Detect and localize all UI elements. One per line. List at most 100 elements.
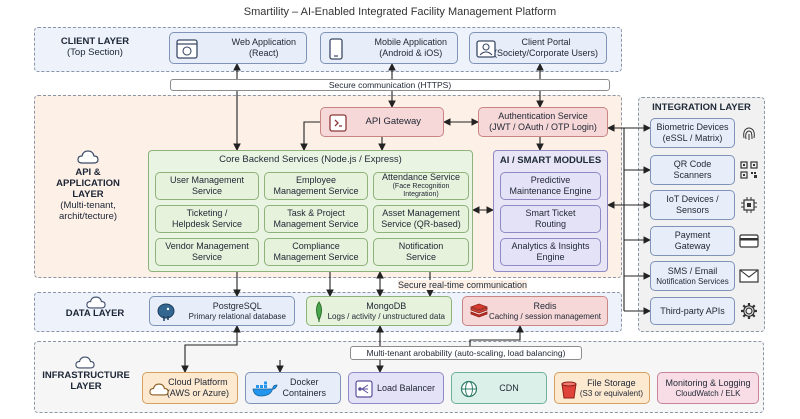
infra-layer-name-1: INFRASTRUCTURE bbox=[42, 370, 130, 381]
redis-sub: Caching / session management bbox=[488, 311, 601, 321]
client-portal-sub: (Society/Corporate Users) bbox=[493, 48, 598, 58]
integration-third-party-apis[interactable]: Third-party APIs bbox=[650, 297, 735, 325]
postgresql-elephant-icon bbox=[157, 303, 175, 321]
client-layer-label: CLIENT LAYER (Top Section) bbox=[40, 36, 150, 59]
cdn-title: CDN bbox=[499, 382, 519, 393]
api-gateway-label: API Gateway bbox=[365, 116, 421, 128]
service-label-2: (Face Recognition Integration) bbox=[392, 183, 450, 199]
api-layer-name-2: APPLICATION bbox=[56, 177, 120, 189]
mongodb-box[interactable]: MongoDB Logs / activity / unstructured d… bbox=[306, 296, 452, 326]
core-backend-title: Core Backend Services (Node.js / Express… bbox=[219, 154, 402, 165]
mobile-app-sub: (Android & iOS) bbox=[379, 48, 443, 58]
service-label-1: Vendor Management bbox=[165, 241, 249, 252]
integration-label-2: Scanners bbox=[673, 170, 712, 180]
gateway-icon bbox=[329, 114, 347, 132]
user-portrait-icon bbox=[476, 40, 496, 58]
api-layer-name-1: API & bbox=[75, 167, 101, 178]
storage-bucket-icon bbox=[561, 381, 577, 399]
load-balancer-box[interactable]: Load Balancer bbox=[348, 372, 444, 404]
multitenant-label: Multi-tenant arobability (auto-scaling, … bbox=[366, 347, 566, 358]
multitenant-bar: Multi-tenant arobability (auto-scaling, … bbox=[350, 346, 582, 360]
service-ticketing-helpdesk[interactable]: Ticketing /Helpdesk Service bbox=[155, 205, 259, 233]
redis-box[interactable]: Redis Caching / session management bbox=[462, 296, 608, 326]
service-label-2: Management Service bbox=[273, 186, 359, 196]
api-layer-sub-1: (Multi-tenant, bbox=[60, 199, 116, 211]
gear-icon bbox=[741, 303, 757, 319]
smartphone-icon bbox=[329, 38, 343, 60]
load-balancer-title: Load Balancer bbox=[376, 382, 435, 393]
docker-box[interactable]: Docker Containers bbox=[245, 372, 341, 404]
service-attendance[interactable]: Attendance Service(Face Recognition Inte… bbox=[373, 172, 469, 200]
service-label-2: Service bbox=[405, 252, 436, 262]
client-layer-sub: (Top Section) bbox=[67, 46, 123, 58]
service-label-2: Service bbox=[191, 252, 222, 262]
web-app-title: Web Application bbox=[231, 37, 296, 48]
service-label-1: User Management bbox=[169, 175, 245, 186]
file-storage-title: File Storage bbox=[587, 377, 636, 388]
service-label-1: Compliance bbox=[292, 241, 340, 252]
infra-layer-name-2: LAYER bbox=[70, 380, 102, 392]
diagram-title: Smartility – AI-Enabled Integrated Facil… bbox=[243, 6, 557, 18]
integration-label-2: Gateway bbox=[674, 241, 711, 251]
browser-window-icon bbox=[176, 39, 198, 59]
client-portal-title: Client Portal bbox=[521, 37, 571, 48]
ai-module-label-2: Routing bbox=[534, 219, 566, 229]
ai-module-label-2: Maintenance Engine bbox=[509, 186, 592, 196]
integration-label-1: Biometric Devices bbox=[656, 122, 729, 133]
postgresql-box[interactable]: PostgreSQL Primary relational database bbox=[149, 296, 295, 326]
client-portal-box[interactable]: Client Portal (Society/Corporate Users) bbox=[469, 32, 607, 64]
service-label-2: Service (QR-based) bbox=[381, 219, 461, 229]
file-storage-box[interactable]: File Storage (S3 or equivalent) bbox=[554, 372, 650, 404]
api-gateway-box[interactable]: API Gateway bbox=[320, 107, 444, 137]
integration-biometric[interactable]: Biometric Devices(eSSL / Matrix) bbox=[650, 118, 735, 148]
postgres-sub: Primary relational database bbox=[188, 311, 286, 321]
service-label-1: Notification bbox=[398, 241, 444, 252]
redis-title: Redis bbox=[533, 300, 557, 311]
cloud-platform-sub: (AWS or Azure) bbox=[166, 388, 229, 398]
integration-label-1: QR Code bbox=[673, 159, 712, 170]
cloud-icon bbox=[86, 296, 106, 309]
mobile-application-box[interactable]: Mobile Application (Android & iOS) bbox=[320, 32, 458, 64]
qr-code-icon bbox=[740, 161, 758, 179]
cdn-box[interactable]: CDN bbox=[451, 372, 547, 404]
ai-module-label-1: Analytics & Insights bbox=[511, 241, 590, 252]
monitoring-title: Monitoring & Logging bbox=[665, 377, 751, 388]
cloud-icon bbox=[77, 150, 99, 164]
service-label-2: Service bbox=[191, 186, 222, 196]
monitoring-sub: CloudWatch / ELK bbox=[675, 388, 741, 398]
docker-whale-icon bbox=[252, 381, 278, 397]
integration-label-1: Payment bbox=[674, 230, 711, 241]
data-layer-label: DATA LAYER bbox=[65, 308, 125, 319]
mongodb-leaf-icon bbox=[316, 301, 322, 322]
monitoring-logging-box[interactable]: Monitoring & Logging CloudWatch / ELK bbox=[657, 372, 759, 404]
ai-modules-title: AI / SMART MODULES bbox=[499, 155, 602, 166]
integration-label-1: SMS / Email bbox=[667, 265, 718, 276]
cloud-platform-title: Cloud Platform bbox=[168, 377, 228, 388]
service-label-1: Employee bbox=[295, 175, 336, 186]
integration-iot-devices[interactable]: IoT Devices /Sensors bbox=[650, 190, 735, 220]
cloud-icon bbox=[75, 356, 95, 369]
ai-module-label-2: Engine bbox=[536, 252, 565, 262]
postgres-title: PostgreSQL bbox=[212, 300, 262, 311]
integration-label-1: Third-party APIs bbox=[660, 305, 725, 316]
mobile-app-title: Mobile Application bbox=[374, 37, 447, 48]
integration-label-2: Notification Services bbox=[656, 276, 729, 286]
authentication-service-box[interactable]: Authentication Service (JWT / OAuth / OT… bbox=[478, 107, 608, 137]
cloud-platform-box[interactable]: Cloud Platform (AWS or Azure) bbox=[142, 372, 238, 404]
web-application-box[interactable]: Web Application (React) bbox=[169, 32, 307, 64]
service-label-2: Helpdesk Service bbox=[171, 219, 243, 229]
api-layer-sub-2: archit/tecture) bbox=[58, 210, 118, 222]
